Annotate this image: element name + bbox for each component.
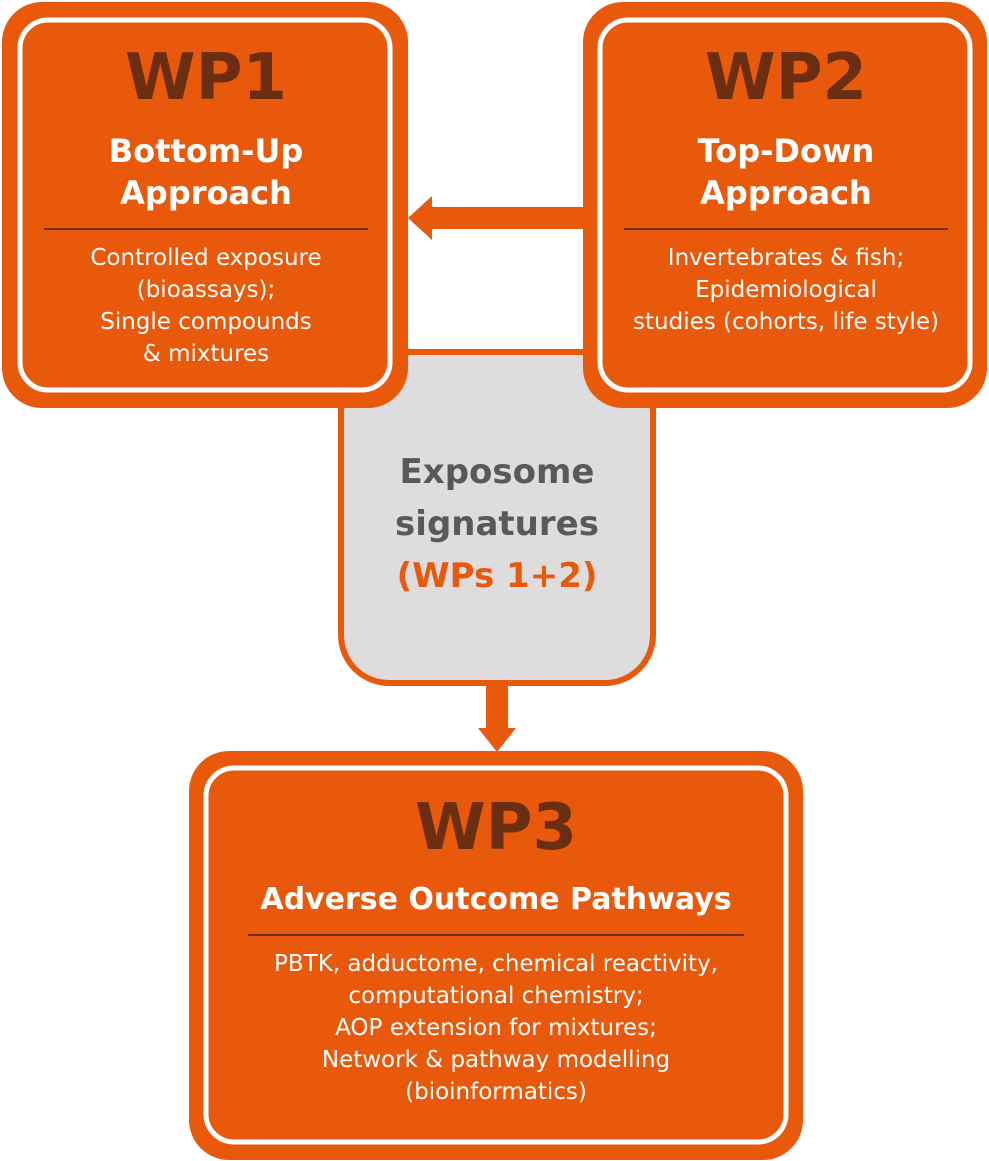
arrow-exposome-to-wp3 [478, 684, 516, 752]
wp2-divider [624, 228, 948, 230]
exposome-title: Exposome signatures [395, 452, 599, 544]
wp2-box-outer [583, 2, 987, 408]
wp3-box: WP3 Adverse Outcome Pathways PBTK, adduc… [206, 768, 786, 1142]
wp2-code: WP2 [704, 41, 868, 115]
exposome-subtitle: (WPs 1+2) [396, 556, 598, 596]
wp3-divider [248, 934, 744, 936]
exposome-box-shape [338, 349, 656, 686]
wp2-title: Top-Down Approach [697, 132, 875, 212]
wp3-description: PBTK, adductome, chemical reactivity, co… [274, 951, 718, 1105]
wp1-box-inner-border [17, 17, 393, 393]
wp1-divider [44, 228, 368, 230]
arrow-wp2-to-wp1 [408, 196, 584, 240]
wp3-title: Adverse Outcome Pathways [260, 882, 732, 917]
wp3-code: WP3 [414, 791, 578, 865]
wp2-box-inner-border [597, 17, 973, 393]
wp2-box: WP2 Top-Down Approach Invertebrates & fi… [602, 20, 970, 388]
exposome-box: Exposome signatures (WPs 1+2) [344, 370, 650, 680]
wp1-code: WP1 [124, 41, 288, 115]
wp1-title: Bottom-Up Approach [108, 132, 304, 212]
wp1-description: Controlled exposure (bioassays); Single … [90, 245, 322, 367]
wp1-box: WP1 Bottom-Up Approach Controlled exposu… [22, 20, 390, 388]
wp1-box-outer [2, 2, 408, 408]
wp3-box-outer [189, 751, 803, 1160]
wp3-box-inner-border [203, 765, 789, 1145]
wp2-description: Invertebrates & fish; Epidemiological st… [633, 245, 939, 335]
